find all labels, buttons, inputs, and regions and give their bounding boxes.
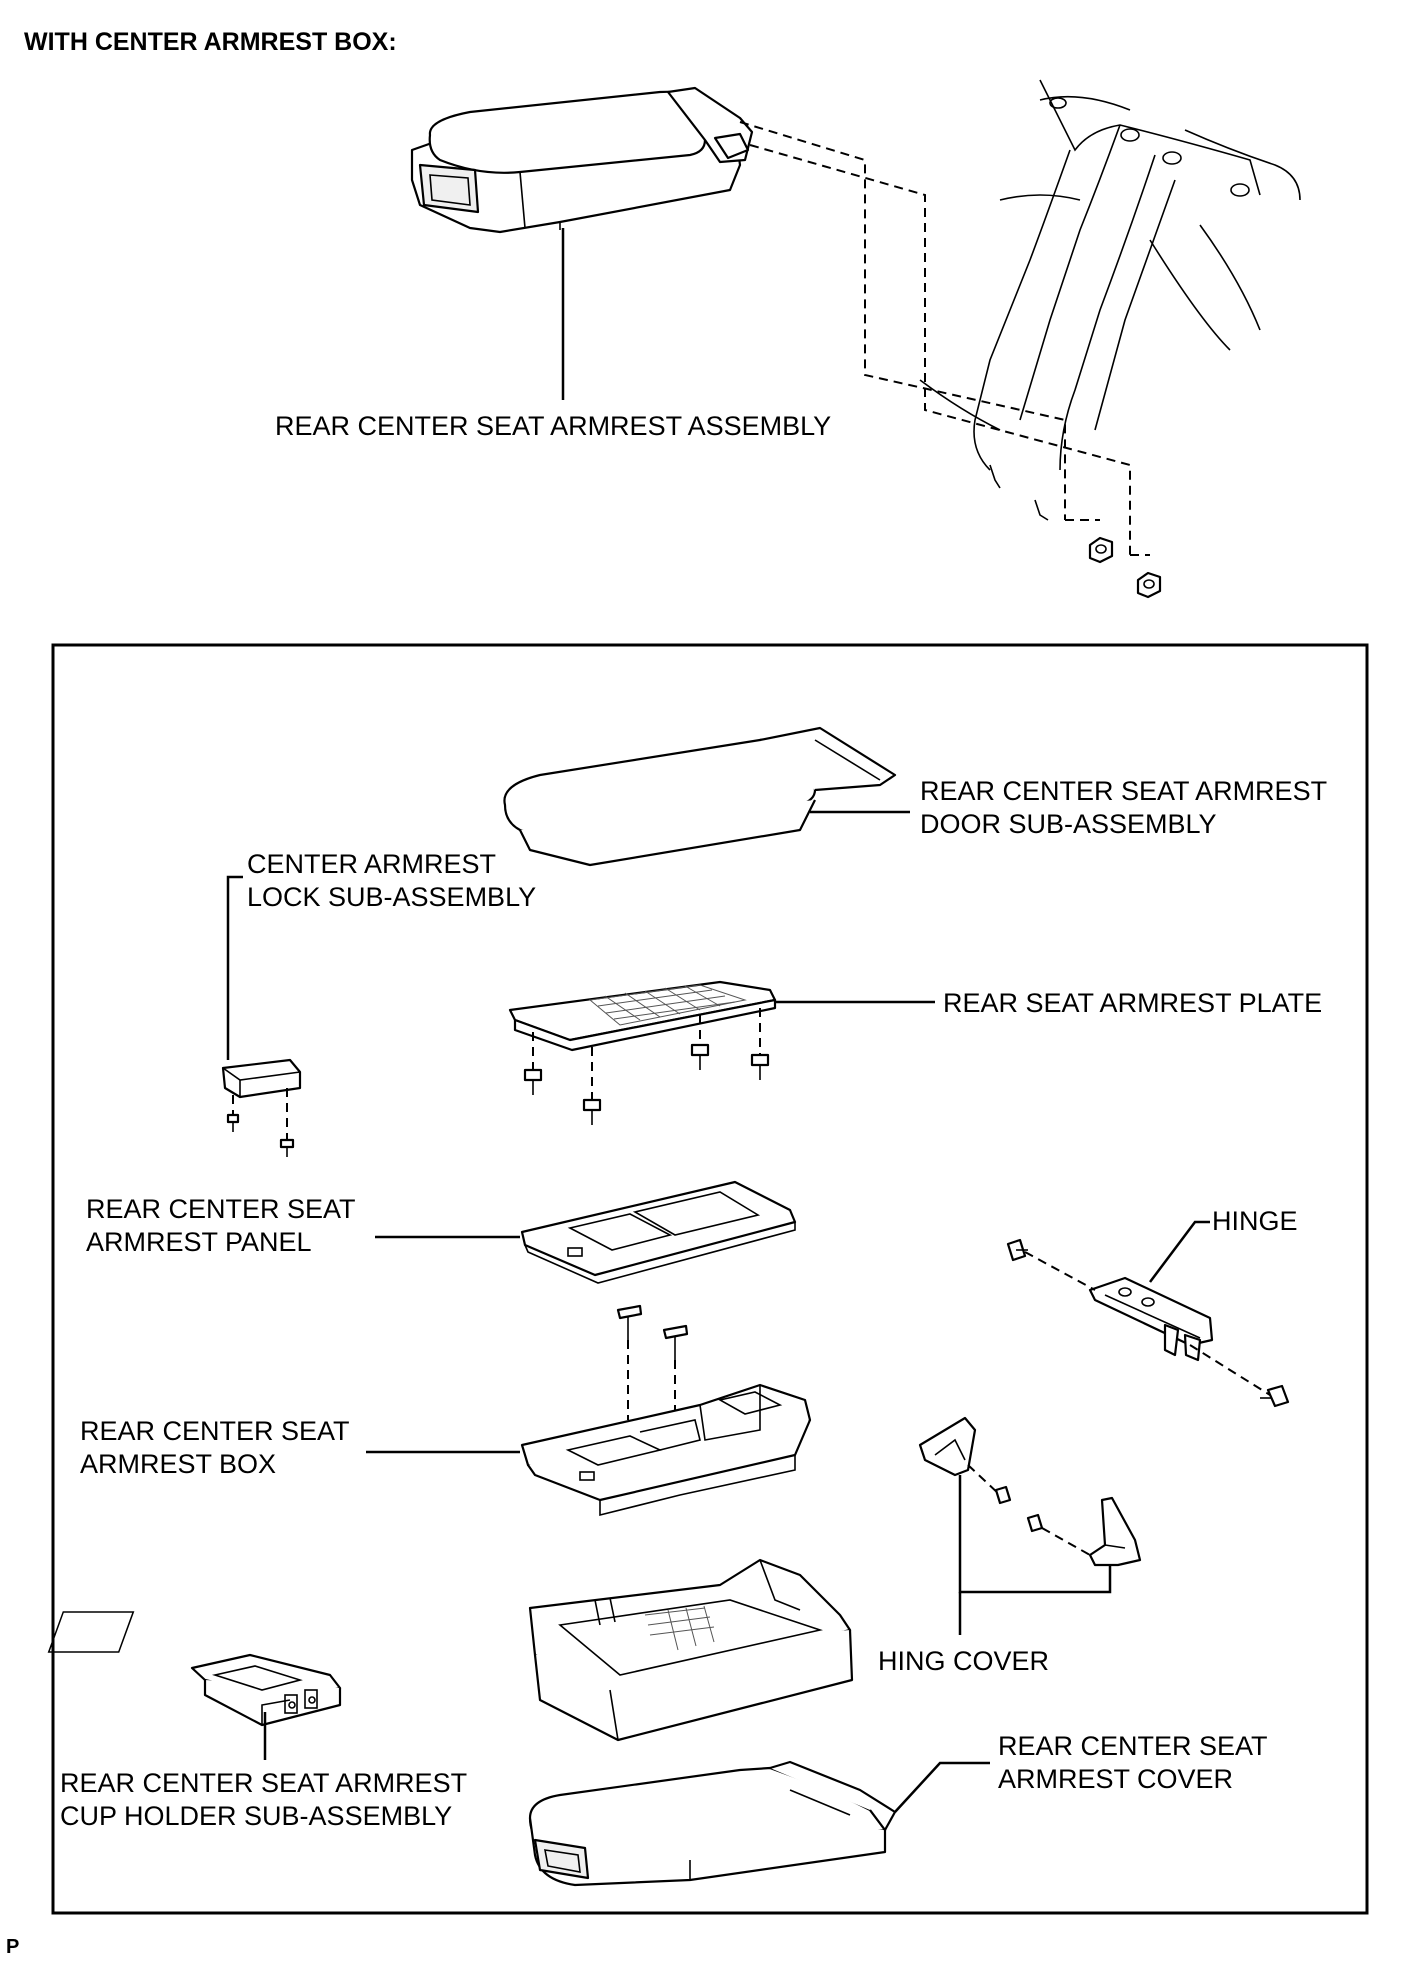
door-sub-label-1: REAR CENTER SEAT ARMREST: [920, 776, 1327, 806]
lock-leader: [226, 875, 243, 1060]
lock-label-1: CENTER ARMREST: [247, 849, 496, 879]
hinge-cover-leader: [958, 1475, 1112, 1594]
cover-label-1: REAR CENTER SEAT: [998, 1731, 1268, 1761]
armrest-assembly-drawing: [410, 86, 754, 234]
door-sub-label-2: DOOR SUB-ASSEMBLY: [920, 809, 1217, 839]
section-title: WITH CENTER ARMREST BOX:: [24, 28, 397, 56]
plate-label: REAR SEAT ARMREST PLATE: [943, 988, 1322, 1018]
armrest-panel-drawing: [520, 1180, 797, 1284]
panel-label-1: REAR CENTER SEAT: [86, 1194, 356, 1224]
armrest-assembly-label: REAR CENTER SEAT ARMREST ASSEMBLY: [275, 411, 831, 441]
door-sub-assembly-drawing: [503, 726, 897, 867]
cup-holder-label-2: CUP HOLDER SUB-ASSEMBLY: [60, 1801, 452, 1831]
armrest-box-drawing: [520, 1383, 812, 1517]
exploded-view-frame: [51, 643, 1369, 1915]
hinge-cover-label: HING COVER: [878, 1646, 1049, 1676]
lock-sub-assembly-drawing: [221, 1058, 302, 1157]
figure-code: P: [6, 1936, 19, 1958]
armrest-tray-drawing: [47, 1558, 854, 1742]
hinge-leader: [1149, 1220, 1210, 1283]
hinge-drawing: [1006, 1238, 1290, 1408]
cup-holder-label-1: REAR CENTER SEAT ARMREST: [60, 1768, 467, 1798]
seat-back-drawing: [919, 79, 1301, 599]
box-label-2: ARMREST BOX: [80, 1449, 276, 1479]
hinge-label: HINGE: [1212, 1206, 1298, 1236]
hinge-covers-drawing: [918, 1416, 1142, 1567]
box-label-1: REAR CENTER SEAT: [80, 1416, 350, 1446]
cover-leader: [894, 1761, 990, 1813]
panel-label-2: ARMREST PANEL: [86, 1227, 312, 1257]
cup-holder-drawing: [190, 1653, 342, 1727]
cover-label-2: ARMREST COVER: [998, 1764, 1233, 1794]
armrest-plate-drawing: [508, 980, 777, 1125]
armrest-cover-drawing: [528, 1760, 897, 1887]
lock-label-2: LOCK SUB-ASSEMBLY: [247, 882, 536, 912]
